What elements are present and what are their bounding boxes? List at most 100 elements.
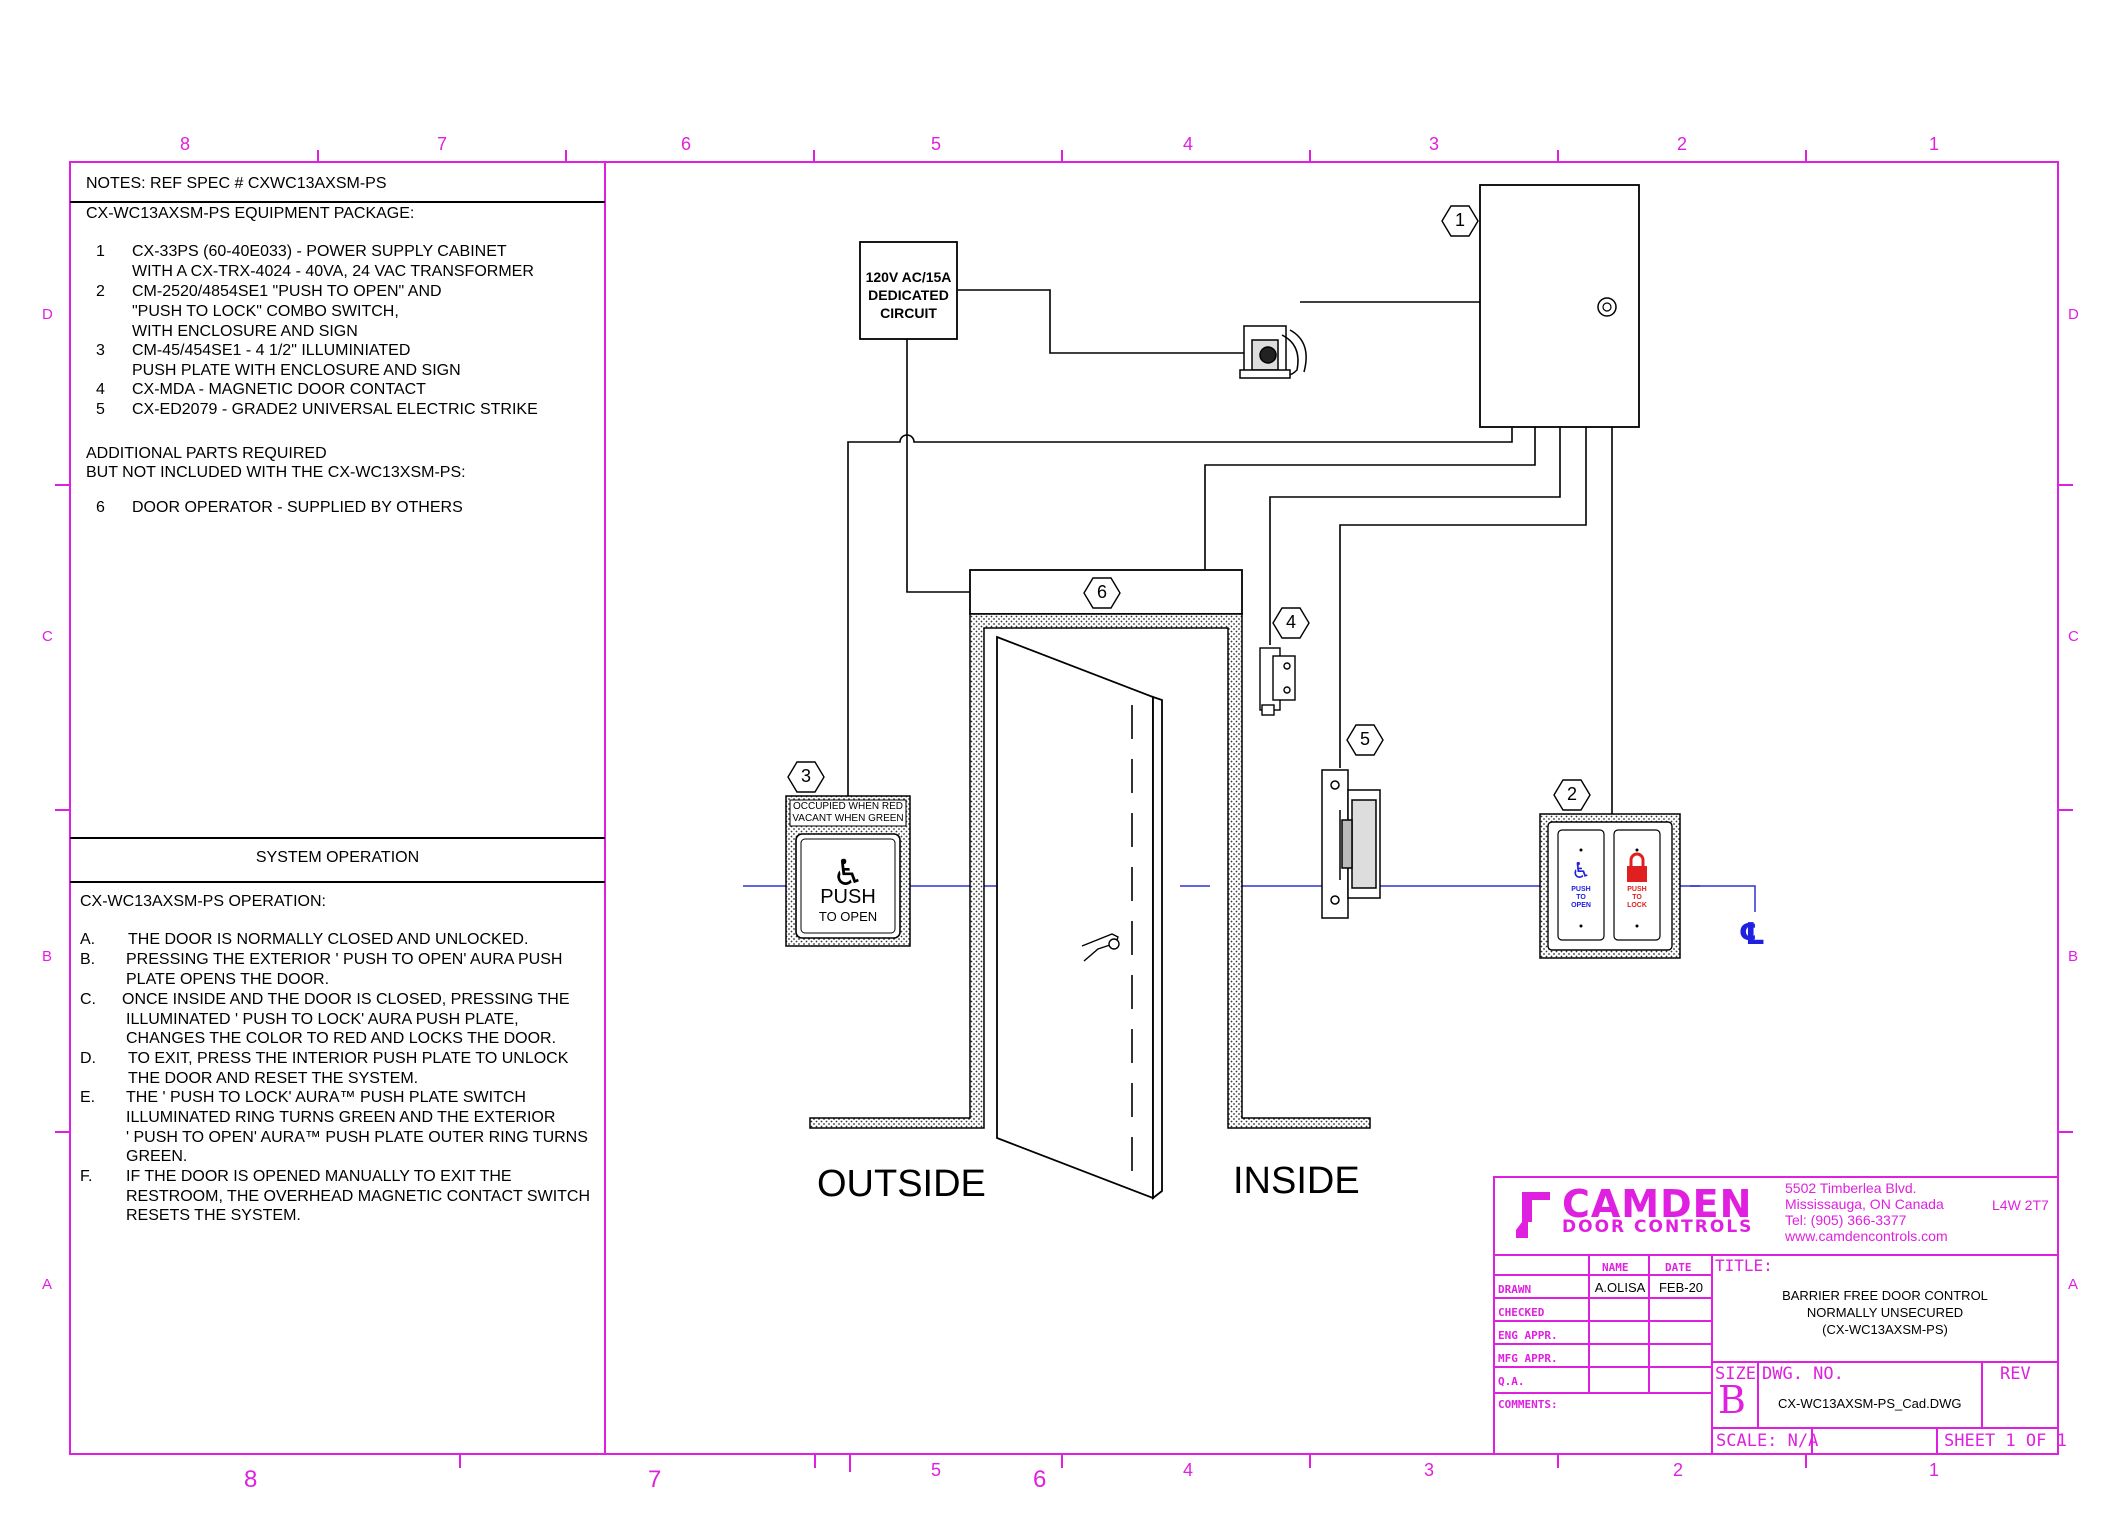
to-open-label: TO OPEN [818, 909, 878, 924]
operation-step-e-line-2: ILLUMINATED RING TURNS GREEN AND THE EXT… [126, 1109, 556, 1126]
switch-left-line-3: OPEN [1571, 902, 1591, 909]
sign-top-text: OCCUPIED WHEN RED [792, 801, 903, 812]
zone-top-8: 8 [180, 134, 191, 154]
switch-right-line-2: TO [1632, 894, 1642, 901]
camden-logo-icon [1516, 1192, 1550, 1238]
circuit-label-line-3: CIRCUIT [880, 305, 937, 321]
sheet-label: SHEET 1 OF 1 [1944, 1431, 2067, 1451]
date-header: DATE [1665, 1261, 1692, 1274]
operation-step-e-line-3: ' PUSH TO OPEN' AURA™ PUSH PLATE OUTER R… [126, 1129, 588, 1146]
combo-switch-enclosure: ♿ [1539, 813, 1681, 959]
sheet-border [55, 150, 2073, 1472]
magnetic-door-contact-icon [1259, 647, 1296, 716]
dwg-header: DWG. NO. [1762, 1364, 1844, 1384]
zone-row-d-right: D [2068, 306, 2079, 323]
system-operation-heading: SYSTEM OPERATION [255, 849, 420, 866]
inside-label: INSIDE [1233, 1160, 1360, 1202]
callout-6: 6 [1096, 582, 1107, 602]
operation-step-f-line-3: RESETS THE SYSTEM. [126, 1207, 301, 1224]
row-comments: COMMENTS: [1498, 1398, 1558, 1411]
electric-strike-icon [1321, 769, 1381, 919]
notes-item-1-line-2: WITH A CX-TRX-4024 - 40VA, 24 VAC TRANSF… [132, 263, 534, 280]
push-plate-enclosure: ♿ [785, 795, 911, 947]
zone-row-b-left: B [42, 948, 53, 965]
additional-parts-line-2: BUT NOT INCLUDED WITH THE CX-WC13XSM-PS: [86, 464, 466, 481]
sign-bottom-text: VACANT WHEN GREEN [792, 813, 904, 824]
notes-item-1-line-1: CX-33PS (60-40E033) - POWER SUPPLY CABIN… [132, 243, 507, 260]
zone-row-d-left: D [42, 306, 53, 323]
zone-bottom-4: 4 [1183, 1460, 1194, 1480]
size-header: SIZE [1715, 1364, 1756, 1384]
row-eng-appr: ENG APPR. [1498, 1329, 1558, 1342]
size-value: B [1718, 1378, 1746, 1422]
zone-bottom-6: 6 [1033, 1466, 1047, 1493]
notes-item-2-line-2: "PUSH TO LOCK" COMBO SWITCH, [132, 303, 399, 320]
zone-top-7: 7 [437, 134, 448, 154]
title-line-1: BARRIER FREE DOOR CONTROL [1782, 1288, 1988, 1303]
notes-item-1-number: 1 [96, 243, 105, 260]
callout-hexagons [787, 205, 1591, 811]
row-qa: Q.A. [1498, 1375, 1525, 1388]
package-title: CX-WC13AXSM-PS EQUIPMENT PACKAGE: [86, 205, 415, 222]
operation-step-b-line-1: PRESSING THE EXTERIOR ' PUSH TO OPEN' AU… [126, 951, 563, 968]
address-line-1: 5502 Timberlea Blvd. [1785, 1180, 1917, 1196]
wiring [847, 289, 1613, 820]
operation-step-e-line-1: THE ' PUSH TO LOCK' AURA™ PUSH PLATE SWI… [126, 1089, 526, 1106]
operation-step-b-line-2: PLATE OPENS THE DOOR. [126, 971, 330, 988]
outside-label: OUTSIDE [817, 1163, 986, 1205]
row-checked: CHECKED [1498, 1306, 1545, 1319]
zone-row-a-left: A [42, 1276, 53, 1293]
notes-header: NOTES: REF SPEC # CXWC13AXSM-PS [86, 175, 387, 192]
operation-step-f-line-1: IF THE DOOR IS OPENED MANUALLY TO EXIT T… [126, 1168, 512, 1185]
svg-text:♿: ♿ [1571, 859, 1591, 884]
additional-parts-line-1: ADDITIONAL PARTS REQUIRED [86, 445, 327, 462]
push-label: PUSH [820, 886, 876, 908]
centerline-symbol: ℄ [1739, 917, 1766, 952]
transformer-icon [1239, 325, 1307, 379]
zone-top-4: 4 [1183, 134, 1194, 154]
operation-step-a-key: A. [80, 931, 96, 948]
row-drawn: DRAWN [1498, 1283, 1532, 1296]
zone-top-3: 3 [1429, 134, 1440, 154]
operation-step-e-key: E. [80, 1089, 96, 1106]
zone-bottom-8: 8 [244, 1466, 258, 1493]
notes-item-3-line-1: CM-45/454SE1 - 4 1/2" ILLUMINIATED [132, 342, 411, 359]
zone-bottom-7: 7 [648, 1466, 662, 1493]
switch-left-line-1: PUSH [1571, 886, 1591, 893]
zone-row-c-left: C [42, 628, 53, 645]
zone-bottom-2: 2 [1673, 1460, 1684, 1480]
notes-item-5-number: 5 [96, 401, 105, 418]
notes-item-2-number: 2 [96, 283, 105, 300]
zone-top-5: 5 [931, 134, 942, 154]
switch-right-line-3: LOCK [1627, 902, 1647, 909]
operation-step-d-line-1: TO EXIT, PRESS THE INTERIOR PUSH PLATE T… [128, 1050, 569, 1067]
door-leaf [996, 635, 1163, 1200]
postal-code: L4W 2T7 [1992, 1197, 2049, 1213]
notes-item-2-line-1: CM-2520/4854SE1 "PUSH TO OPEN" AND [132, 283, 442, 300]
dedicated-circuit-box [859, 241, 958, 340]
extra-item-number: 6 [96, 499, 105, 516]
zone-row-a-right: A [2068, 1276, 2079, 1293]
notes-frame [70, 201, 605, 883]
circuit-label-line-2: DEDICATED [868, 287, 949, 303]
notes-item-4-line-1: CX-MDA - MAGNETIC DOOR CONTACT [132, 381, 426, 398]
callout-2: 2 [1566, 784, 1577, 804]
address-line-4: www.camdencontrols.com [1785, 1228, 1948, 1244]
zone-row-c-right: C [2068, 628, 2079, 645]
title-line-2: NORMALLY UNSECURED [1806, 1305, 1964, 1320]
extra-item-text: DOOR OPERATOR - SUPPLIED BY OTHERS [132, 499, 463, 516]
operation-step-e-line-4: GREEN. [126, 1148, 188, 1165]
callout-5: 5 [1359, 729, 1370, 749]
operation-step-b-key: B. [80, 951, 96, 968]
power-supply-cabinet [1479, 184, 1640, 428]
operation-step-c-line-3: CHANGES THE COLOR TO RED AND LOCKS THE D… [126, 1030, 557, 1047]
company-subtitle: DOOR CONTROLS [1562, 1217, 1754, 1237]
operation-step-d-key: D. [80, 1050, 96, 1067]
zone-bottom-5: 5 [931, 1460, 942, 1480]
address-line-2: Mississauga, ON Canada [1785, 1196, 1944, 1212]
title-block-frame [1493, 1176, 2059, 1455]
callout-3: 3 [800, 766, 811, 786]
door-frame [809, 613, 1371, 1129]
